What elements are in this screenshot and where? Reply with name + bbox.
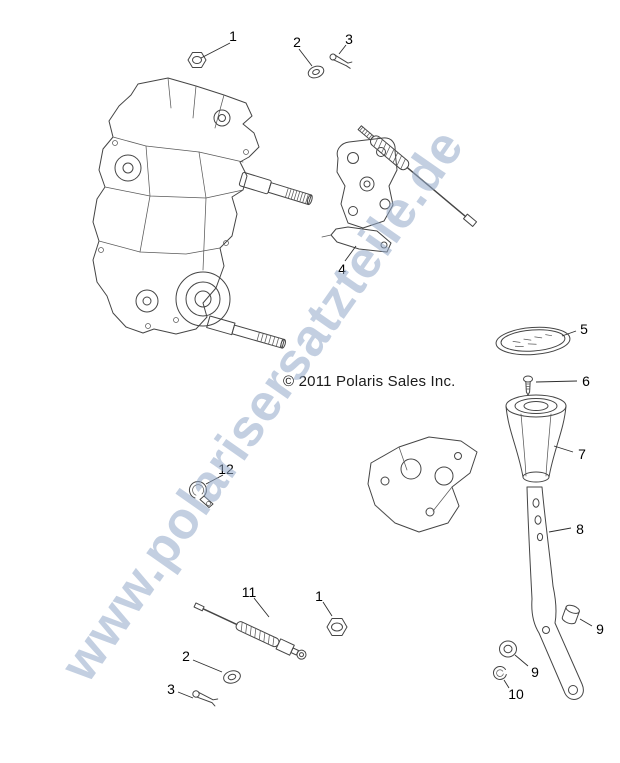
e-clip-drawing <box>492 665 507 680</box>
leader-line-3 <box>177 691 194 699</box>
callout-1: 1 <box>229 28 237 44</box>
leader-line-3 <box>338 44 347 55</box>
shift-cable-lower-drawing <box>193 602 307 660</box>
callout-7: 7 <box>578 446 586 462</box>
callout-10: 10 <box>508 686 524 702</box>
cotter-pin-lower-drawing <box>192 690 219 707</box>
gear-indicator-cap-drawing <box>495 326 571 356</box>
callout-6: 6 <box>582 373 590 389</box>
callout-5: 5 <box>580 321 588 337</box>
leader-line-11 <box>253 597 270 618</box>
leader-line-5 <box>561 330 577 337</box>
callout-3: 3 <box>167 681 175 697</box>
shift-cable-upper-drawing <box>357 125 478 227</box>
mount-bracket-drawing <box>321 137 398 253</box>
callout-9: 9 <box>531 664 539 680</box>
bushing-drawing <box>561 604 580 625</box>
callout-9: 9 <box>596 621 604 637</box>
leader-line-9 <box>579 618 593 627</box>
cable-clamp-drawing <box>188 481 214 508</box>
callout-2: 2 <box>293 34 301 50</box>
callout-11: 11 <box>242 584 257 600</box>
leader-line-1 <box>200 42 231 59</box>
leader-line-6 <box>535 380 578 383</box>
callout-8: 8 <box>576 521 584 537</box>
callout-3: 3 <box>345 31 353 47</box>
callout-2: 2 <box>182 648 190 664</box>
leader-line-2 <box>298 48 313 67</box>
copyright-text: © 2011 Polaris Sales Inc. <box>283 373 456 390</box>
callout-1: 1 <box>315 588 323 604</box>
callout-12: 12 <box>218 461 234 477</box>
cotter-pin-top-drawing <box>329 53 353 69</box>
shifter-bracket-drawing <box>367 436 478 533</box>
leader-line-8 <box>548 527 572 533</box>
leader-line-1 <box>322 601 333 617</box>
shift-lever-drawing <box>526 486 584 700</box>
leader-line-12 <box>205 474 224 485</box>
transfer-case-drawing <box>92 77 313 349</box>
leader-line-10 <box>503 679 510 689</box>
leader-line-7 <box>553 445 574 453</box>
washer-top-drawing <box>307 65 325 79</box>
washer-lower-drawing <box>223 670 241 684</box>
shift-boot-drawing <box>505 394 567 483</box>
washer-mid-drawing <box>499 640 517 658</box>
hex-nut-lower-drawing <box>326 618 348 636</box>
screw-drawing <box>523 375 533 396</box>
leader-line-2 <box>192 659 223 673</box>
hex-nut-top-drawing <box>187 52 207 68</box>
leader-line-4 <box>344 245 357 262</box>
callout-4: 4 <box>338 261 346 277</box>
leader-line-9 <box>514 654 529 667</box>
